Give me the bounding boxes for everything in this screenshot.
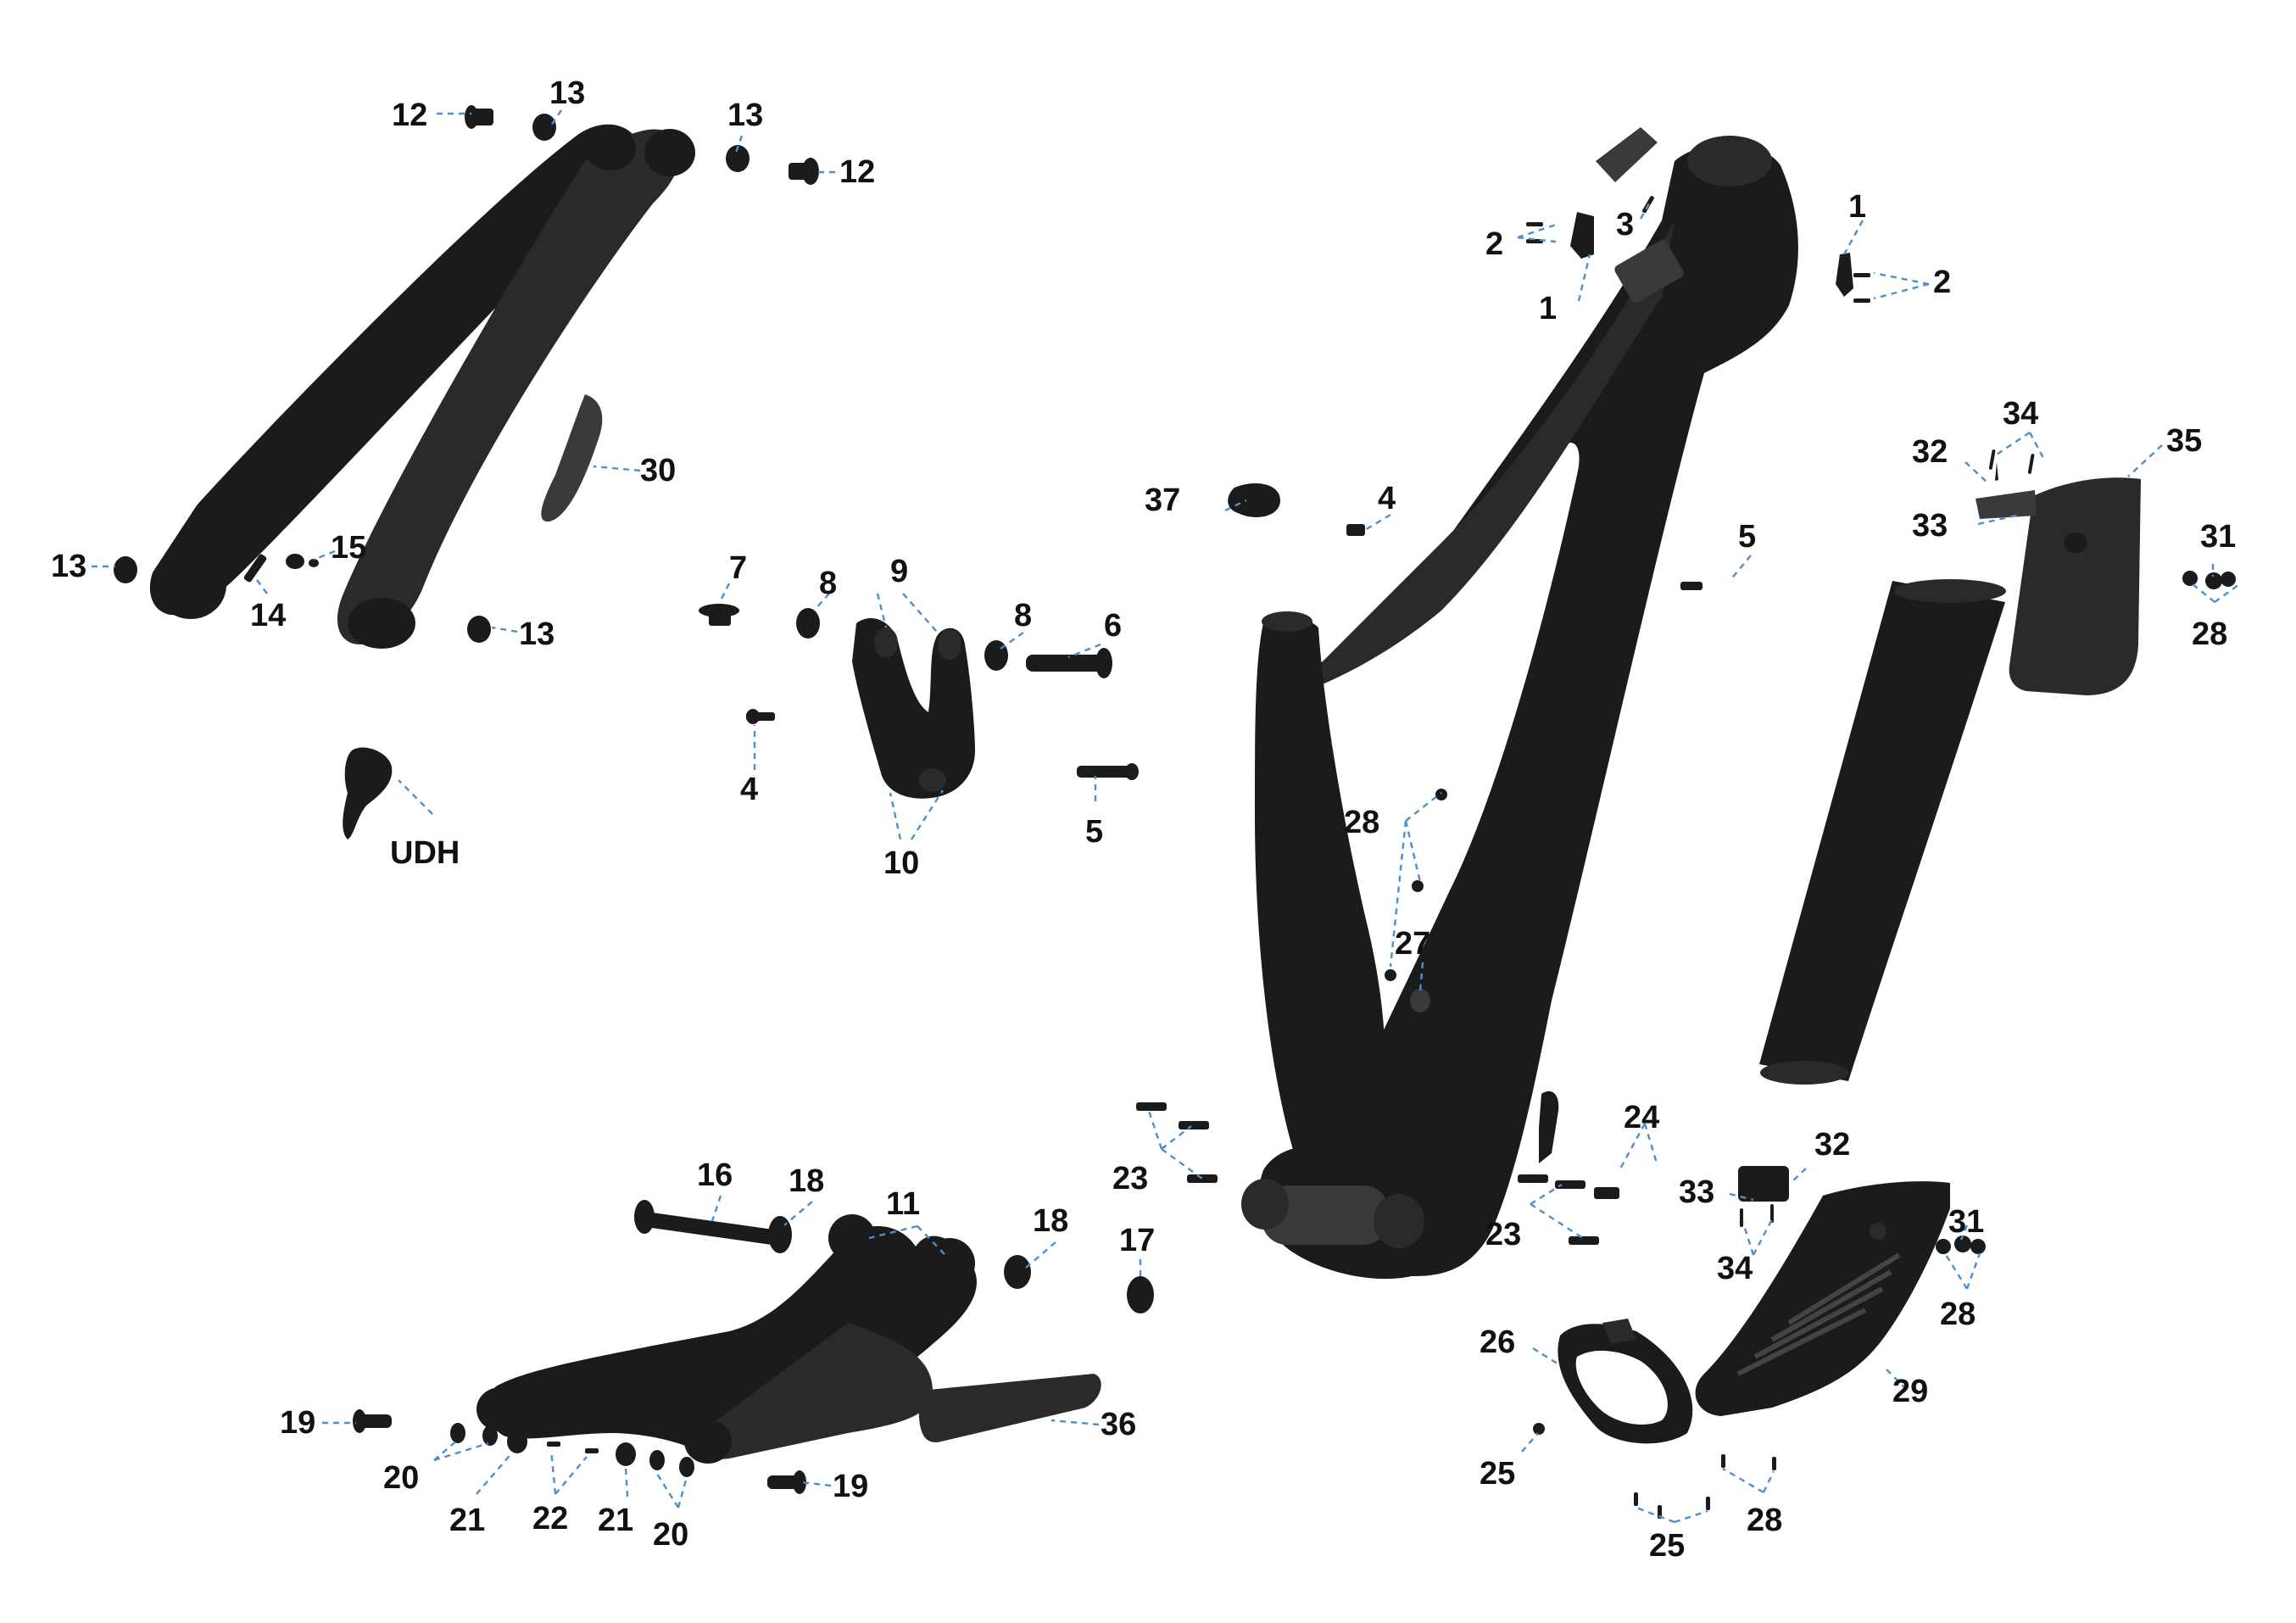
callout-33: 33: [1679, 1174, 1714, 1210]
callout-28: 28: [1344, 805, 1379, 840]
callout-34: 34: [1717, 1251, 1753, 1286]
callout-3: 3: [1616, 207, 1634, 243]
callout-23: 23: [1485, 1217, 1521, 1252]
callout-30: 30: [640, 453, 676, 488]
callout-10: 10: [883, 845, 919, 881]
callout-19: 19: [833, 1469, 868, 1504]
callout-20: 20: [653, 1517, 688, 1553]
battery-and-covers: [1759, 477, 2141, 1085]
skid-plate-assembly: [1533, 1181, 1950, 1519]
callout-32: 32: [1814, 1127, 1850, 1163]
callout-labels: 12 13 13 12 30 13 14 15 13 UDH 7 8 9 8 6…: [51, 75, 2236, 1564]
callout-32: 32: [1912, 434, 1948, 470]
callout-14: 14: [250, 598, 286, 633]
callout-2: 2: [1485, 226, 1503, 262]
callout-33: 33: [1912, 508, 1948, 544]
callout-28: 28: [1747, 1503, 1782, 1538]
callout-16: 16: [697, 1157, 733, 1193]
callout-24: 24: [1624, 1100, 1659, 1135]
callout-13: 13: [519, 616, 554, 652]
callout-11: 11: [886, 1186, 920, 1222]
callout-28: 28: [1940, 1297, 1976, 1332]
callout-21: 21: [598, 1503, 633, 1538]
callout-2: 2: [1933, 265, 1951, 300]
callout-22: 22: [532, 1501, 568, 1537]
skid-plate-ribs: [1736, 1252, 1901, 1376]
callout-13: 13: [549, 75, 585, 111]
callout-29: 29: [1892, 1374, 1928, 1409]
callout-27: 27: [1395, 926, 1430, 962]
callout-31: 31: [1948, 1204, 1984, 1240]
frame-hardware: [1136, 127, 1870, 1245]
shock-yoke-assembly: [699, 604, 1139, 799]
callout-21: 21: [449, 1503, 485, 1538]
callout-12: 12: [392, 98, 427, 133]
callout-1: 1: [1539, 291, 1557, 326]
callout-8: 8: [1014, 598, 1032, 633]
callout-6: 6: [1104, 608, 1122, 644]
callout-25: 25: [1480, 1456, 1515, 1492]
callout-7: 7: [729, 550, 747, 586]
main-frame: [1241, 136, 1798, 1280]
seat-stay-assembly: [149, 124, 695, 649]
callout-18: 18: [1033, 1203, 1068, 1239]
callout-18: 18: [789, 1163, 824, 1199]
callout-28: 28: [2192, 616, 2227, 652]
callout-1: 1: [1848, 189, 1866, 225]
callout-5: 5: [1738, 519, 1756, 555]
callout-17: 17: [1119, 1223, 1155, 1258]
seat-stay-hardware: [114, 105, 819, 839]
callout-31: 31: [2200, 519, 2236, 555]
callout-4: 4: [1378, 481, 1396, 516]
callout-20: 20: [383, 1460, 419, 1496]
callout-37: 37: [1145, 482, 1180, 518]
callout-9: 9: [890, 554, 908, 589]
callout-26: 26: [1480, 1325, 1515, 1360]
callout-12: 12: [839, 154, 875, 190]
callout-8: 8: [819, 566, 837, 601]
callout-23: 23: [1112, 1161, 1148, 1196]
callout-25: 25: [1649, 1528, 1685, 1564]
callout-19: 19: [280, 1405, 315, 1441]
callout-5: 5: [1085, 814, 1103, 850]
callout-13: 13: [51, 549, 86, 584]
callout-36: 36: [1101, 1407, 1136, 1442]
swingarm-assembly: [353, 1200, 1154, 1494]
motor-fins: [1241, 1179, 1424, 1248]
callout-udh: UDH: [390, 835, 460, 871]
callout-4: 4: [740, 772, 758, 807]
cover-hardware: [1738, 449, 2236, 1254]
leader-lines: [92, 109, 2239, 1524]
callout-15: 15: [331, 530, 366, 566]
callout-35: 35: [2166, 423, 2202, 459]
callout-34: 34: [2003, 396, 2038, 432]
callout-13: 13: [727, 98, 763, 133]
